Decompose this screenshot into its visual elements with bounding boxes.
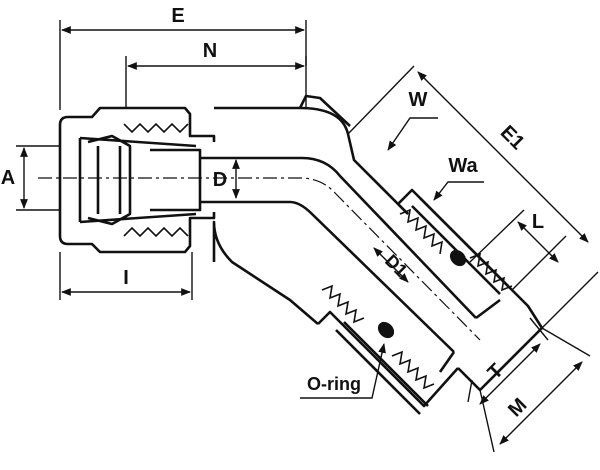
dim-d1-line xyxy=(373,247,409,283)
label-d: D xyxy=(213,169,227,191)
dim-o-ring-leader xyxy=(300,343,386,399)
dim-e-ext xyxy=(59,20,307,110)
dim-t-ext xyxy=(467,317,549,403)
elbow-passage xyxy=(200,156,477,353)
angled-threads xyxy=(321,208,513,390)
label-l: L xyxy=(532,211,544,233)
dim-e1-line xyxy=(417,71,589,243)
dim-m-line xyxy=(499,361,583,445)
dim-n-ext xyxy=(125,56,307,108)
label-e: E xyxy=(171,5,184,27)
end-face xyxy=(438,298,501,373)
label-i: I xyxy=(123,267,129,289)
tube-stub xyxy=(150,148,202,212)
label-wa: Wa xyxy=(448,155,478,177)
label-n: N xyxy=(203,40,217,62)
label-a: A xyxy=(1,167,15,189)
back-ferrule xyxy=(96,146,122,214)
label-e1: E1 xyxy=(496,121,529,154)
nut-outline xyxy=(58,106,216,254)
o-ring-bottom xyxy=(377,321,395,339)
nut-threads xyxy=(123,122,189,238)
label-w: W xyxy=(409,89,428,111)
dim-l-line xyxy=(517,221,559,263)
front-ferrule xyxy=(87,134,132,226)
dim-m-ext xyxy=(479,327,591,453)
label-d1: D1 xyxy=(381,251,411,281)
dim-w-leader xyxy=(387,117,438,151)
label-o-ring: O-ring xyxy=(307,374,361,394)
dim-a-ext xyxy=(16,145,60,211)
o-ring-sections xyxy=(377,249,467,339)
body-hex xyxy=(212,94,351,262)
dim-i-ext xyxy=(59,252,193,300)
o-ring-top xyxy=(449,249,467,267)
centerlines xyxy=(38,177,481,341)
dim-e1-ext xyxy=(347,65,599,329)
dim-wa-leader xyxy=(433,181,484,201)
